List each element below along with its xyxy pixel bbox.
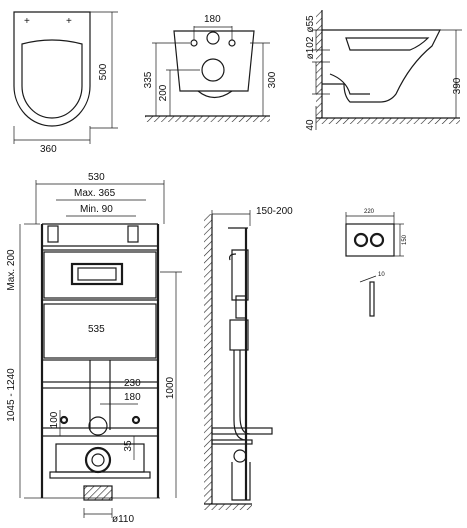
toilet-top-view: + + 500 360 (13, 11, 118, 155)
d180-label: 180 (124, 392, 141, 403)
toilet-height-label: 500 (98, 63, 109, 80)
dia55-label: ø55 (305, 15, 316, 33)
frame-side-view: 150-200 (204, 206, 293, 510)
hole-spacing-label: 180 (204, 14, 221, 25)
height-390-label: 390 (452, 77, 463, 94)
toilet-side-view: ø55 ø102 390 40 (305, 10, 463, 131)
frame-front-view: 530 Max. 365 Min. 90 535 (6, 172, 182, 525)
min90-label: Min. 90 (80, 204, 113, 215)
side-depth-label: 150-200 (256, 206, 293, 217)
height-335-label: 335 (143, 71, 154, 88)
toilet-width-label: 360 (40, 144, 57, 155)
frame-width-label: 530 (88, 172, 105, 183)
dia102-label: ø102 (305, 36, 316, 59)
max200-label: Max. 200 (6, 249, 17, 291)
toilet-back-view: 180 335 200 300 (143, 14, 278, 122)
flush-plate (345, 223, 395, 257)
height-200-label: 200 (158, 84, 169, 101)
plate-thickness-label: 10 (378, 272, 385, 278)
height-1000-label: 1000 (165, 376, 176, 399)
plate-profile (369, 281, 375, 317)
offset-40-label: 40 (305, 119, 316, 131)
plate-height-label: 150 (402, 234, 408, 245)
svg-text:+: + (24, 16, 30, 27)
height-range-label: 1045 - 1240 (6, 368, 17, 422)
flush-plate-view: 220 150 10 (345, 209, 408, 317)
svg-text:+: + (66, 16, 72, 27)
pipe-dia-label: ø110 (112, 514, 134, 525)
max365-label: Max. 365 (74, 188, 116, 199)
inner-535-label: 535 (88, 324, 105, 335)
d230-label: 230 (124, 378, 141, 389)
flush-button-right (369, 232, 385, 248)
d100-label: 100 (49, 411, 60, 428)
flush-button-left (353, 232, 369, 248)
height-300-label: 300 (267, 71, 278, 88)
d35-label: 35 (123, 440, 134, 452)
plate-width-label: 220 (364, 209, 375, 215)
